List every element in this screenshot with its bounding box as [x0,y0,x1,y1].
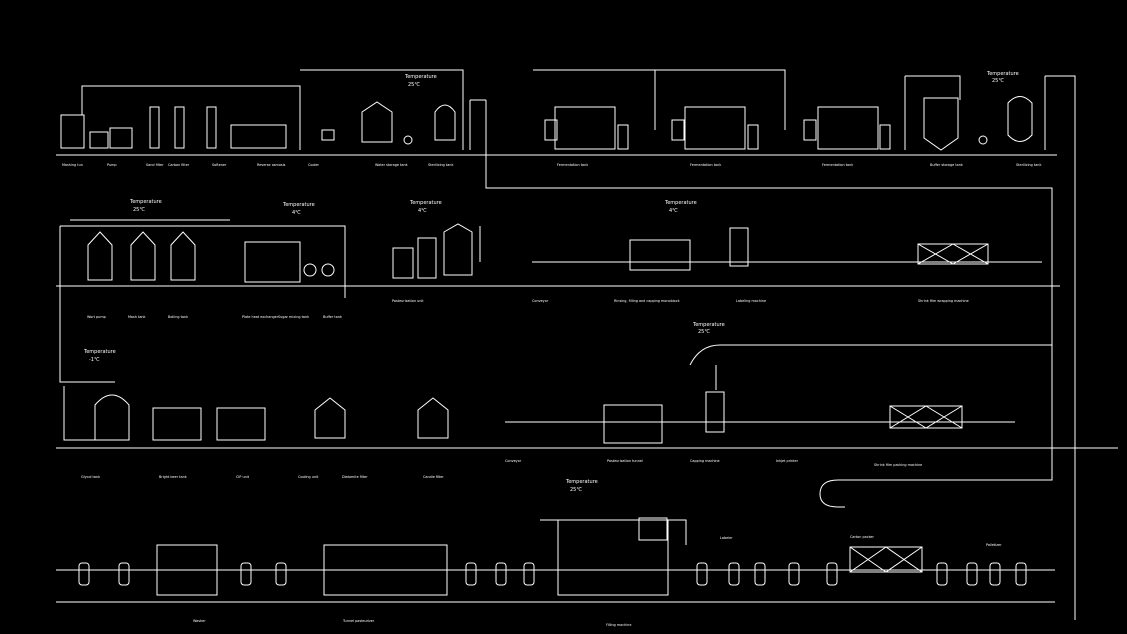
equipment-label: Softener [212,163,227,167]
temperature-label: Temperature [692,322,725,328]
equipment-label: Cooler [308,163,320,167]
equipment-label: Fermentation tank [822,163,853,167]
equipment-label: Pasteurization unit [392,299,424,303]
brewhouse-equipment [392,223,473,279]
temperature-value: 4℃ [292,210,301,216]
equipment-label: Shrink film packing machine [874,463,922,467]
equipment-label: Candle filter [423,475,444,479]
equipment-labels-row1: Mashing tun Pump Sand filter Carbon filt… [62,163,1041,167]
equipment-label: Rinsing, filling and capping monoblock [614,299,680,303]
equipment-label: Sterilizing tank [428,163,453,167]
temperature-annotation: Temperature 25℃ [565,479,598,493]
equipment-label: Palletizer [986,543,1002,547]
temperature-annotation: Temperature -1℃ [83,349,116,363]
equipment-label: Water storage tank [375,163,408,167]
temperature-label: Temperature [664,200,697,206]
equipment-label: Mash tank [128,315,146,319]
equipment-label: Filling machine [606,623,631,627]
equipment-labels-row3: Glycol tank Bright beer tank CIP unit Co… [81,459,922,479]
equipment-label: Buffer storage tank [930,163,963,167]
equipment-label: Inkjet printer [776,459,799,463]
bottling-line-row3 [505,391,1015,444]
temperature-annotation: Temperature 4℃ [282,202,315,216]
fermentation-tanks [87,231,335,283]
temperature-annotation: Temperature 25℃ [986,71,1019,84]
temperature-label: Temperature [404,74,437,80]
equipment-label: Labeling machine [736,299,766,303]
equipment-label: Shrink film wrapping machine [918,299,969,303]
equipment-label: Capping machine [690,459,720,463]
equipment-label: Fermentation tank [557,163,588,167]
equipment-label: Diatomite filter [342,475,368,479]
temperature-value: 25℃ [992,78,1004,84]
equipment-label: Washer [193,619,206,623]
temperature-value: 4℃ [418,208,427,214]
temperature-value: 25℃ [698,329,710,335]
equipment-label: Conveyor [505,459,522,463]
equipment-label: Glycol tank [81,475,100,479]
temperature-annotation: Temperature 4℃ [664,200,697,214]
temperature-value: 25℃ [570,487,582,493]
storage-tanks-row1 [361,96,1033,151]
equipment-label: Carton packer [850,535,874,539]
temperature-value: 4℃ [669,208,678,214]
packaging-machines-row1 [544,106,891,150]
temperature-label: Temperature [129,199,162,205]
bottles-row4 [78,562,1027,586]
equipment-label: Mashing tun [62,163,83,167]
row4-bottle-line [56,517,1055,603]
equipment-label: Reverse osmosis [257,163,286,167]
temperature-annotation: Temperature 25℃ [404,74,437,88]
row1-process-line [56,69,1076,620]
cip-and-filter-units [94,394,449,441]
equipment-labels-row2: Wort pump Mash tank Boiling tank Plate h… [87,299,969,319]
equipment-label: Plate heat exchanger [242,315,279,319]
temperature-value: 25℃ [133,207,145,213]
temperature-value: 25℃ [408,82,420,88]
equipment-labels-row4: Washer Tunnel pasteurizer Filling machin… [193,535,1002,627]
equipment-label: Tunnel pasteurizer [342,619,375,623]
row2-process-line [56,219,1060,383]
equipment-label: CIP unit [236,475,250,479]
equipment-label: Pasteurization tunnel [607,459,643,463]
temperature-annotation: Temperature 4℃ [409,200,442,214]
temperature-label: Temperature [986,71,1019,77]
equipment-label: Sand filter [146,163,164,167]
equipment-label: Fermentation tank [690,163,721,167]
equipment-label: Pump [107,163,117,167]
equipment-label: Wort pump [87,315,106,319]
equipment-label: Cooling unit [298,475,319,479]
temperature-annotation: Temperature 25℃ [692,322,725,335]
equipment-label: Bright beer tank [159,475,187,479]
equipment-label: Conveyor [532,299,549,303]
equipment-label: Boiling tank [168,315,188,319]
water-treatment-equipment [60,106,335,149]
equipment-label: Buffer tank [323,315,342,319]
temperature-value: -1℃ [89,357,100,363]
temperature-label: Temperature [282,202,315,208]
temperature-label: Temperature [565,479,598,485]
equipment-label: Carbon filter [168,163,190,167]
equipment-label: Sugar mixing tank [278,315,309,319]
temperature-label: Temperature [83,349,116,355]
equipment-label: Sterilizing tank [1016,163,1041,167]
temperature-label: Temperature [409,200,442,206]
row3-process-line [56,344,1118,449]
temperature-annotation: Temperature 25℃ [129,199,162,213]
bottling-line-row2 [532,227,1042,271]
return-pipe-row3 [819,448,1053,508]
equipment-label: Labeler [720,536,733,540]
